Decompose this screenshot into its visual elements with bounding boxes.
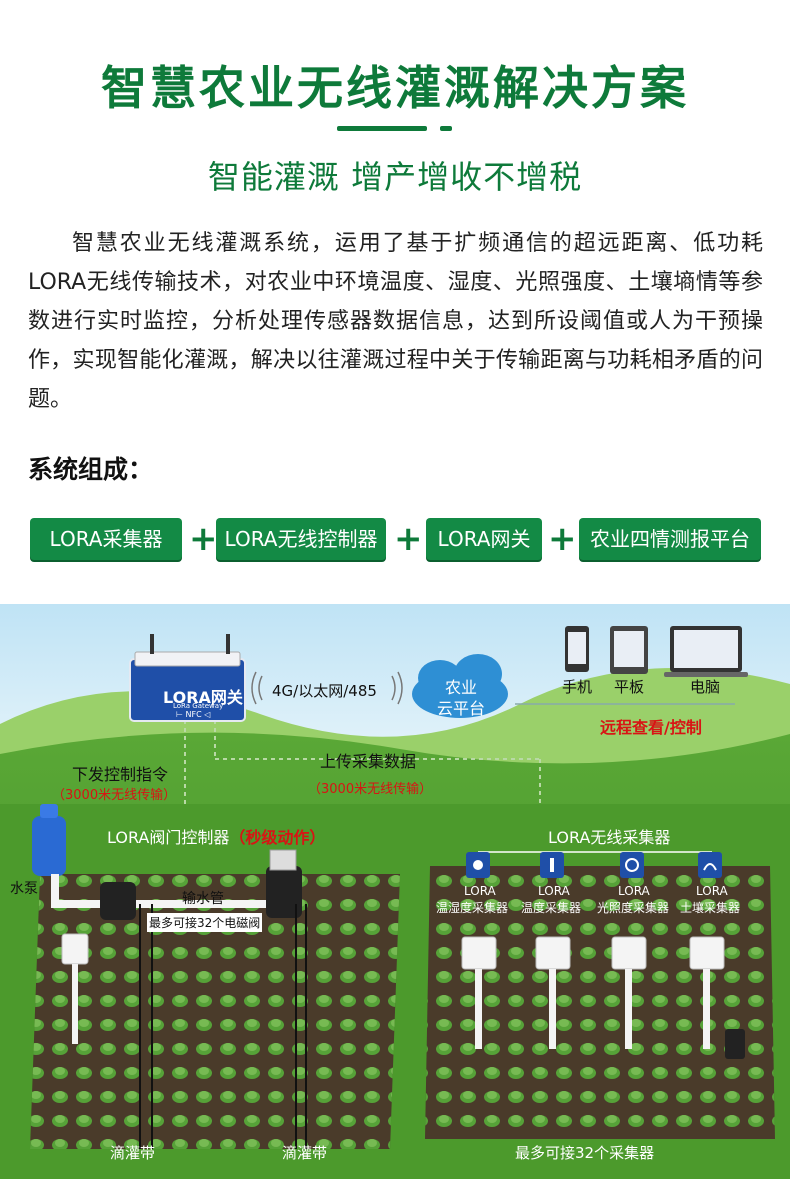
plus-sign: + — [394, 519, 423, 559]
sensor-label-4-line1: LORA — [696, 884, 728, 898]
lora-gateway-device — [129, 634, 246, 722]
crop-plot-right — [425, 866, 775, 1139]
cloud-platform — [412, 654, 508, 718]
component-lora-collector: LORA采集器 — [30, 518, 182, 560]
device-label-pc: 电脑 — [690, 678, 721, 696]
component-lora-controller: LORA无线控制器 — [216, 518, 386, 560]
soil-probe — [725, 1029, 745, 1059]
drip-label-1: 滴灌带 — [110, 1144, 156, 1162]
remote-label: 远程查看/控制 — [600, 718, 702, 737]
component-platform: 农业四情测报平台 — [579, 518, 761, 560]
device-icons — [565, 626, 748, 677]
plus-sign: + — [548, 519, 577, 559]
uplink-label: 上传采集数据 — [320, 752, 417, 771]
sensor-label-2-line1: LORA — [538, 884, 570, 898]
section-label: 系统组成： — [28, 455, 154, 484]
sun-icon — [620, 852, 644, 878]
collector-capacity-label: 最多可接32个采集器 — [515, 1144, 655, 1162]
downlink-label: 下发控制指令 — [72, 765, 169, 784]
device-label-phone: 手机 — [562, 678, 593, 696]
solenoid-valve-2 — [266, 866, 302, 918]
downlink-sub: （3000米无线传输） — [52, 788, 177, 803]
irrigation-diagram: LORA网关 LoRa Gateway ⊢ NFC ◁ 4G/以太网/485 农… — [0, 604, 790, 1179]
water-pipe — [51, 874, 300, 908]
valve-controller-title-text: LORA阀门控制器 — [107, 828, 230, 847]
title-divider-long — [337, 126, 427, 131]
title-divider-short — [440, 126, 452, 131]
sensor-label-1-line1: LORA — [464, 884, 496, 898]
cloud-label-1: 农业 — [445, 678, 478, 697]
sensor-label-3-line1: LORA — [618, 884, 650, 898]
valve-controller-box — [61, 933, 89, 965]
pipe-label: 输水管 — [182, 891, 224, 907]
sensor-units — [461, 936, 745, 1059]
gateway-small-label: LoRa Gateway — [173, 702, 224, 710]
page-title: 智慧农业无线灌溉解决方案 — [101, 61, 689, 115]
sensor-label-3-line2: 光照度采集器 — [597, 901, 670, 915]
sensor-label-1-line2: 温湿度采集器 — [436, 901, 509, 915]
collector-title: LORA无线采集器 — [548, 828, 671, 847]
valve-capacity-label: 最多可接32个电磁阀 — [147, 913, 263, 932]
device-label-tablet: 平板 — [614, 678, 645, 696]
sensor-icons — [466, 852, 722, 878]
soil-plots — [30, 866, 775, 1149]
page-subtitle: 智能灌溉 增产增收不增税 — [207, 158, 583, 196]
solenoid-valve-1 — [100, 882, 136, 920]
drip-label-2: 滴灌带 — [282, 1144, 328, 1162]
sensor-label-4-line2: 土壤采集器 — [680, 901, 741, 915]
diagram-illustration — [0, 604, 790, 1179]
link-label: 4G/以太网/485 — [272, 682, 377, 700]
pump-and-pipes — [32, 804, 307, 1149]
gateway-nfc: ⊢ NFC ◁ — [176, 710, 211, 719]
crop-plot-left — [30, 874, 400, 1149]
valve-controller-title-red: （秒级动作） — [229, 828, 326, 847]
plus-sign: + — [189, 519, 218, 559]
pump-label: 水泵 — [10, 881, 38, 897]
water-pump — [32, 816, 66, 876]
gateway-label: LORA网关 — [163, 688, 243, 707]
cloud-label-2: 云平台 — [437, 699, 486, 718]
signal-waves — [251, 671, 403, 705]
uplink-sub: （3000米无线传输） — [308, 782, 433, 797]
valve-controller-title: LORA阀门控制器（秒级动作） — [107, 824, 325, 848]
component-lora-gateway: LORA网关 — [426, 518, 542, 560]
intro-paragraph: 智慧农业无线灌溉系统，运用了基于扩频通信的超远距离、低功耗LORA无线传输技术，… — [28, 231, 763, 412]
sensor-label-2-line2: 温度采集器 — [521, 901, 582, 915]
